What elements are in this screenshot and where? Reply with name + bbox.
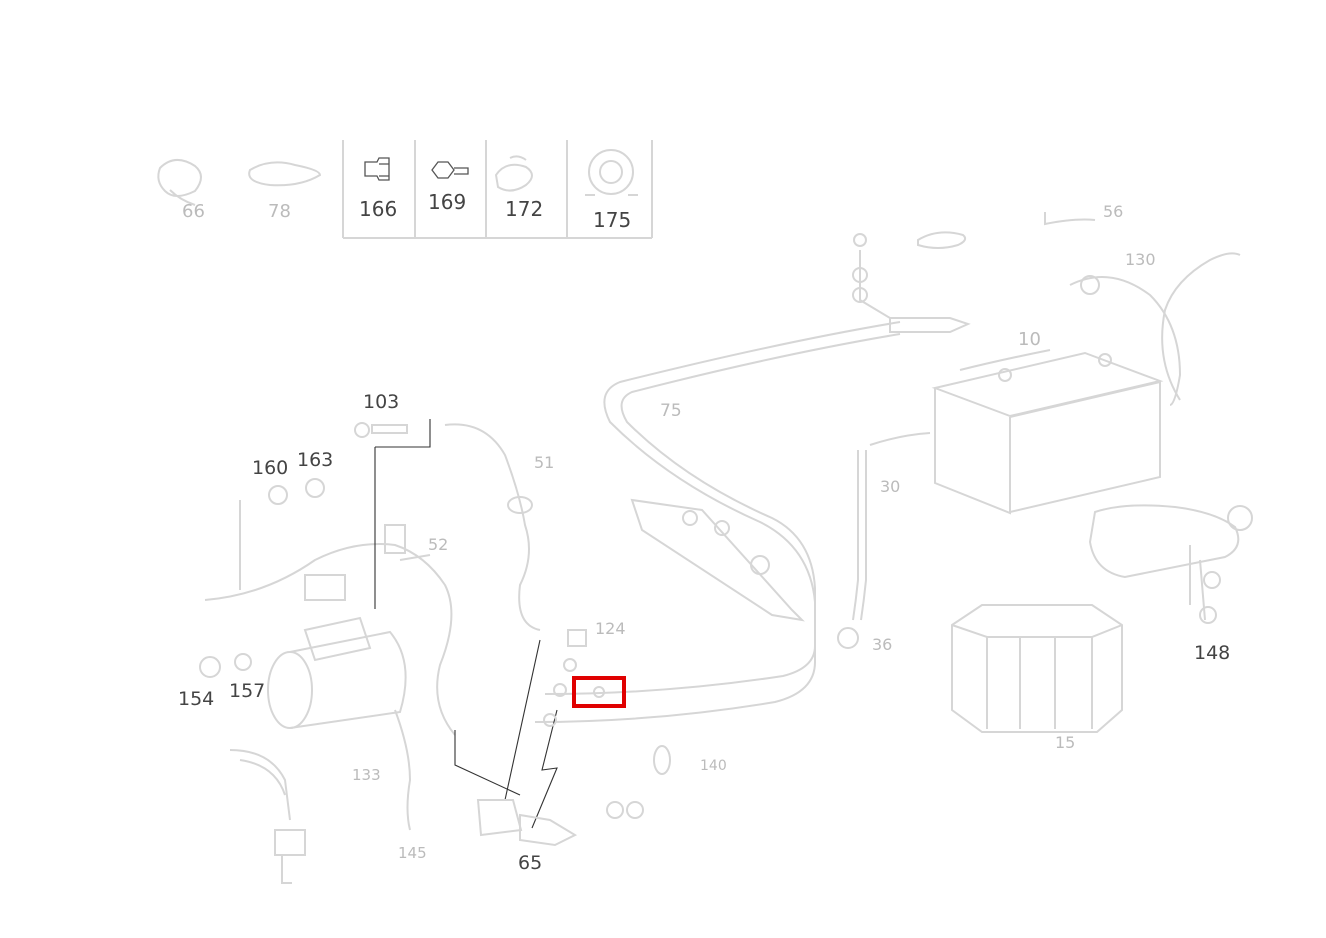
terminal-block-65[interactable] — [476, 799, 578, 847]
callout-52: 52 — [428, 535, 448, 554]
callout-103: 103 — [363, 391, 399, 413]
leader-lines — [374, 419, 558, 829]
small-clip-icon[interactable] — [917, 231, 967, 249]
callout-157: 157 — [229, 680, 265, 702]
callout-145: 145 — [398, 844, 427, 862]
callout-154: 154 — [178, 688, 214, 710]
cable-connector-140[interactable] — [653, 745, 671, 775]
grommet-icon[interactable] — [585, 149, 638, 196]
fuse-holder-148[interactable] — [1088, 504, 1253, 624]
battery-cable-75[interactable] — [534, 321, 901, 723]
ground-strap-56[interactable] — [1044, 212, 1241, 406]
callout-65: 65 — [518, 852, 542, 874]
relay-124-icon[interactable] — [543, 629, 587, 727]
callout-133: 133 — [352, 766, 381, 784]
battery-bracket-30[interactable] — [837, 432, 931, 649]
callout-160: 160 — [252, 457, 288, 479]
callout-124: 124 — [595, 619, 626, 638]
clip-66-icon[interactable] — [157, 159, 202, 206]
callout-75: 75 — [660, 401, 682, 421]
washer-154-icon[interactable] — [199, 656, 221, 678]
nut-163-icon[interactable] — [305, 478, 325, 498]
callout-56: 56 — [1103, 202, 1123, 221]
nut-pair-icon[interactable] — [606, 801, 644, 819]
legend-label-172: 172 — [505, 197, 543, 221]
mounting-bracket[interactable] — [630, 498, 805, 622]
battery-10[interactable] — [931, 349, 1164, 515]
legend-strip: 66 78 166 169 172 175 — [157, 140, 653, 239]
legend-label-175: 175 — [593, 208, 631, 232]
grommet-103[interactable] — [354, 422, 408, 438]
washer-157-icon[interactable] — [234, 653, 252, 671]
cable-bracket-icon[interactable] — [304, 524, 406, 601]
callout-15: 15 — [1055, 733, 1075, 752]
cable-51[interactable] — [444, 423, 541, 631]
starter-motor[interactable] — [267, 616, 407, 729]
nut-160-icon[interactable] — [268, 485, 288, 505]
callout-36: 36 — [872, 635, 892, 654]
callout-148: 148 — [1194, 642, 1230, 664]
callout-30: 30 — [880, 477, 900, 496]
clip-78-icon[interactable] — [248, 161, 322, 187]
cable-end-terminal[interactable] — [852, 233, 971, 333]
legend-label-78: 78 — [268, 201, 291, 222]
cable-tie-icon[interactable] — [494, 155, 533, 192]
legend-label-66: 66 — [182, 201, 205, 222]
callout-163: 163 — [297, 449, 333, 471]
legend-label-166: 166 — [359, 197, 397, 221]
highlight-box[interactable] — [572, 676, 626, 708]
legend-label-169: 169 — [428, 190, 466, 214]
highlighted-fastener-icon[interactable] — [593, 686, 605, 698]
sensor-harness[interactable] — [229, 709, 412, 884]
push-rivet-icon[interactable] — [364, 157, 390, 181]
callout-51: 51 — [534, 453, 554, 472]
battery-tray-15[interactable] — [951, 604, 1123, 733]
hex-bolt-icon[interactable] — [431, 161, 469, 179]
callout-140: 140 — [700, 758, 727, 774]
callout-130: 130 — [1125, 250, 1156, 269]
positive-cable-52[interactable] — [204, 500, 456, 736]
callout-10: 10 — [1018, 329, 1041, 350]
